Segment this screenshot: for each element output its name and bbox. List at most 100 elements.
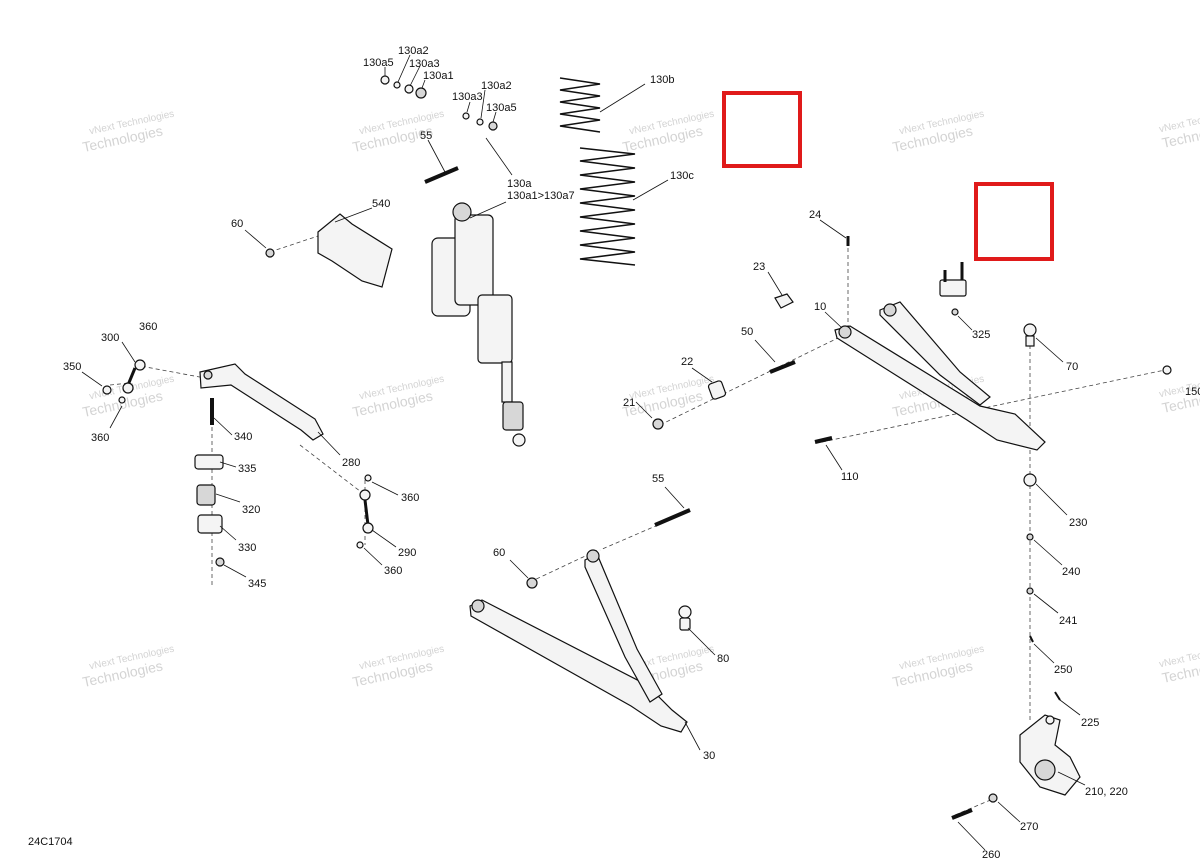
lower-a-arm (469, 549, 688, 733)
bushing-clamp (197, 514, 223, 534)
callout-label: 270 (1020, 821, 1038, 833)
callout-label: 55 (420, 130, 432, 142)
callout-label: 130a2 (398, 45, 429, 57)
o-ring (1023, 473, 1037, 487)
callout-label: 50 (741, 326, 753, 338)
bolt (814, 436, 833, 444)
callout-label: 130a (507, 178, 532, 190)
shock-bracket (317, 213, 393, 288)
watermark: vNext Technologies Technologies (621, 109, 715, 155)
shock-bushing (415, 87, 427, 99)
callout-label: 23 (753, 261, 765, 273)
nut (265, 248, 275, 258)
watermark: vNext Technologies Technologies (1158, 107, 1200, 151)
callout-label: 290 (398, 547, 416, 559)
watermark: vNext Technologies Technologies (81, 109, 175, 155)
shock-absorber (431, 202, 526, 447)
callout-label: 340 (234, 431, 252, 443)
callout-label: 22 (681, 356, 693, 368)
callout-label: 130c (670, 170, 694, 182)
watermark: vNext Technologies Technologies (891, 644, 985, 690)
callout-label: 10 (814, 301, 826, 313)
callout-label: 130a5 (486, 102, 517, 114)
callout-label: 350 (63, 361, 81, 373)
nut (988, 793, 998, 803)
nut (526, 577, 538, 589)
bolt (951, 808, 973, 820)
shock-bushing (488, 121, 498, 131)
callout-label: 360 (401, 492, 419, 504)
leader-lines (81, 54, 1086, 851)
highlight-box[interactable] (974, 182, 1054, 261)
shock-washer (393, 81, 401, 89)
callout-label: 260 (982, 849, 1000, 860)
washer (1026, 533, 1034, 541)
callout-label: 320 (242, 504, 260, 516)
washer (774, 293, 794, 309)
highlight-box[interactable] (722, 91, 802, 168)
shock-washer (380, 75, 390, 85)
watermarks: vNext Technologies Technologies vNext Te… (81, 107, 1200, 691)
nut (215, 557, 225, 567)
callout-label: 325 (972, 329, 990, 341)
bushing (707, 380, 727, 400)
sway-bar (199, 363, 324, 441)
callout-label: 21 (623, 397, 635, 409)
cotter-pin (1029, 635, 1034, 643)
callout-label: 330 (238, 542, 256, 554)
callout-label: 360 (384, 565, 402, 577)
upper-a-arm (834, 301, 1046, 451)
callout-label: 345 (248, 578, 266, 590)
callout-label: 110 (841, 471, 859, 483)
callout-label: 55 (652, 473, 664, 485)
callout-label: 210, 220 (1085, 786, 1128, 798)
callout-label: 130a2 (481, 80, 512, 92)
nut (1026, 587, 1034, 595)
callout-label: 24 (809, 209, 821, 221)
knuckle (1019, 714, 1081, 796)
nut (652, 418, 664, 430)
watermark: vNext Technologies Technologies (351, 109, 445, 155)
spring-large (579, 147, 636, 266)
assembly-lines (109, 167, 1166, 816)
callout-label: 60 (493, 547, 505, 559)
watermark: vNext Technologies Technologies (1158, 642, 1200, 686)
shock-washer (476, 118, 484, 126)
callout-label: 130a1 (423, 70, 454, 82)
callout-label: 130a3 (452, 91, 483, 103)
callout-label: 240 (1062, 566, 1080, 578)
cotter-pin (1054, 691, 1061, 701)
watermark: vNext Technologies Technologies (891, 109, 985, 155)
callout-label: 130a3 (409, 58, 440, 70)
callout-label: 540 (372, 198, 390, 210)
callout-label: 130a5 (363, 57, 394, 69)
shock-washer (462, 112, 470, 120)
callout-label: 360 (91, 432, 109, 444)
spring-small (559, 77, 601, 133)
callout-label: 130a1>130a7 (507, 190, 575, 202)
diagram-code: 24C1704 (28, 836, 73, 848)
watermark: vNext Technologies Technologies (81, 644, 175, 690)
callout-label: 335 (238, 463, 256, 475)
callout-label: 70 (1066, 361, 1078, 373)
callout-label: 230 (1069, 517, 1087, 529)
watermark: vNext Technologies Technologies (351, 374, 445, 420)
sway-bar-link (356, 474, 374, 549)
callout-label: 360 (139, 321, 157, 333)
washer (1162, 365, 1172, 375)
callout-label: 241 (1059, 615, 1077, 627)
ball-joint (678, 605, 692, 631)
callout-label: 30 (703, 750, 715, 762)
shock-pin (424, 166, 459, 184)
callout-label: 250 (1054, 664, 1072, 676)
callout-label: 280 (342, 457, 360, 469)
callout-labels: 130a5 130a2 130a3 130a1 130a2 130a3 130a… (63, 45, 1200, 860)
bushing (196, 484, 216, 506)
shock-washer (404, 84, 414, 94)
bolt (769, 360, 796, 374)
callout-label: 225 (1081, 717, 1099, 729)
callout-label: 130b (650, 74, 674, 86)
callout-label: 150 (1185, 386, 1200, 398)
callout-label: 60 (231, 218, 243, 230)
